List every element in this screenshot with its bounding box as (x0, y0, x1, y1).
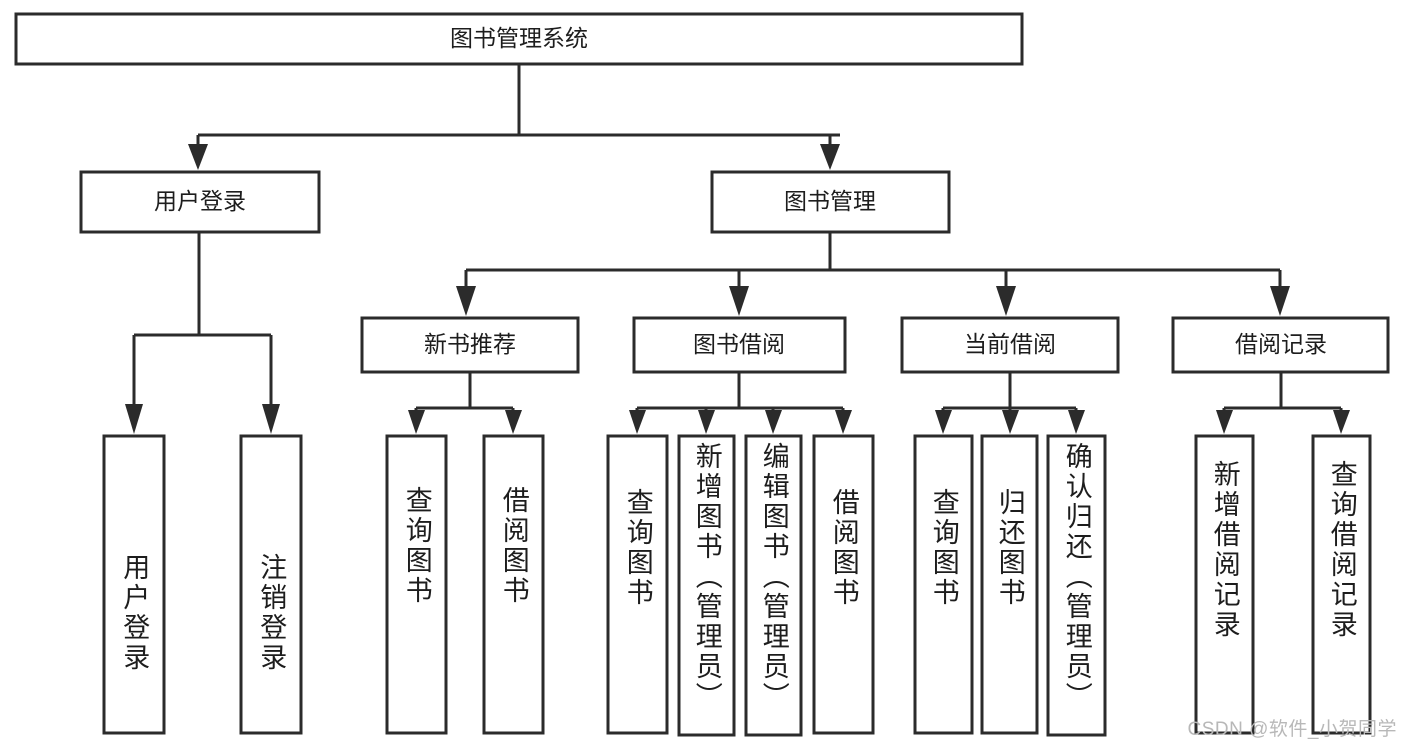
leaf-box-edit-book-admin[interactable] (744, 434, 803, 737)
arrow-head-icon (698, 410, 715, 434)
leaf-box-borrow-books[interactable] (812, 434, 875, 735)
arrow-head-icon (765, 410, 782, 434)
connector-bookmgmt-to-level3 (456, 232, 1290, 316)
arrow-head-icon (456, 286, 476, 316)
node-borrow-records[interactable]: 借阅记录 (1171, 316, 1390, 374)
node-borrow-records-label: 借阅记录 (1235, 331, 1327, 357)
node-root[interactable]: 图书管理系统 (14, 12, 1024, 66)
arrow-head-icon (1002, 410, 1019, 434)
arrow-head-icon (505, 410, 522, 434)
arrow-head-icon (835, 410, 852, 434)
node-book-management[interactable]: 图书管理 (710, 170, 951, 234)
leaf-box-user-login[interactable] (102, 434, 166, 735)
leaf-box-query-books-borrow[interactable] (606, 434, 669, 735)
leaf-box-query-books-rec[interactable] (385, 434, 448, 735)
leaf-box-confirm-return-admin[interactable] (1046, 434, 1107, 737)
connector-root-to-level2 (188, 64, 840, 170)
leaf-box-query-borrow-record[interactable] (1311, 434, 1372, 735)
arrow-head-icon (935, 410, 952, 434)
arrow-head-icon (729, 286, 749, 316)
node-book-borrow[interactable]: 图书借阅 (632, 316, 847, 374)
leaf-box-logout[interactable] (239, 434, 303, 735)
node-root-label: 图书管理系统 (450, 25, 588, 51)
leaf-box-return-books[interactable] (980, 434, 1039, 735)
arrow-head-icon (820, 144, 840, 170)
arrow-head-icon (629, 410, 646, 434)
leaf-box-add-borrow-record[interactable] (1194, 434, 1255, 735)
leaf-box-borrow-books-rec[interactable] (482, 434, 545, 735)
arrow-head-icon (1270, 286, 1290, 316)
node-user-login[interactable]: 用户登录 (79, 170, 321, 234)
connector-userlogin-to-leaves (125, 232, 280, 434)
node-new-book-recommend-label: 新书推荐 (424, 331, 516, 357)
watermark-text: CSDN @软件_小贺同学 (1187, 719, 1397, 740)
node-book-management-label: 图书管理 (784, 188, 876, 214)
node-user-login-label: 用户登录 (154, 188, 246, 214)
arrow-head-icon (1216, 410, 1233, 434)
arrow-head-icon (188, 144, 208, 170)
arrow-head-icon (996, 286, 1016, 316)
connector-borrow-to-leaves (629, 372, 852, 434)
arrow-head-icon (1068, 410, 1085, 434)
arrow-head-icon (125, 404, 143, 434)
node-user-login-box[interactable] (79, 170, 321, 234)
node-new-book-recommend-box[interactable] (360, 316, 580, 374)
arrow-head-icon (262, 404, 280, 434)
node-current-borrow-box[interactable] (900, 316, 1120, 374)
node-borrow-records-box[interactable] (1171, 316, 1390, 374)
leaf-boxes (102, 434, 1372, 737)
connector-records-to-leaves (1216, 372, 1350, 434)
node-root-box[interactable] (14, 12, 1024, 66)
node-book-management-box[interactable] (710, 170, 951, 234)
leaf-box-add-book-admin[interactable] (677, 434, 736, 737)
leaf-box-query-books-current[interactable] (913, 434, 974, 735)
node-current-borrow-label: 当前借阅 (964, 331, 1056, 357)
node-book-borrow-box[interactable] (632, 316, 847, 374)
connector-current-to-leaves (935, 372, 1085, 434)
connector-newbooks-to-leaves (408, 372, 522, 434)
arrow-head-icon (1333, 410, 1350, 434)
node-current-borrow[interactable]: 当前借阅 (900, 316, 1120, 374)
arrow-head-icon (408, 410, 425, 434)
node-book-borrow-label: 图书借阅 (693, 331, 785, 357)
node-new-book-recommend[interactable]: 新书推荐 (360, 316, 580, 374)
